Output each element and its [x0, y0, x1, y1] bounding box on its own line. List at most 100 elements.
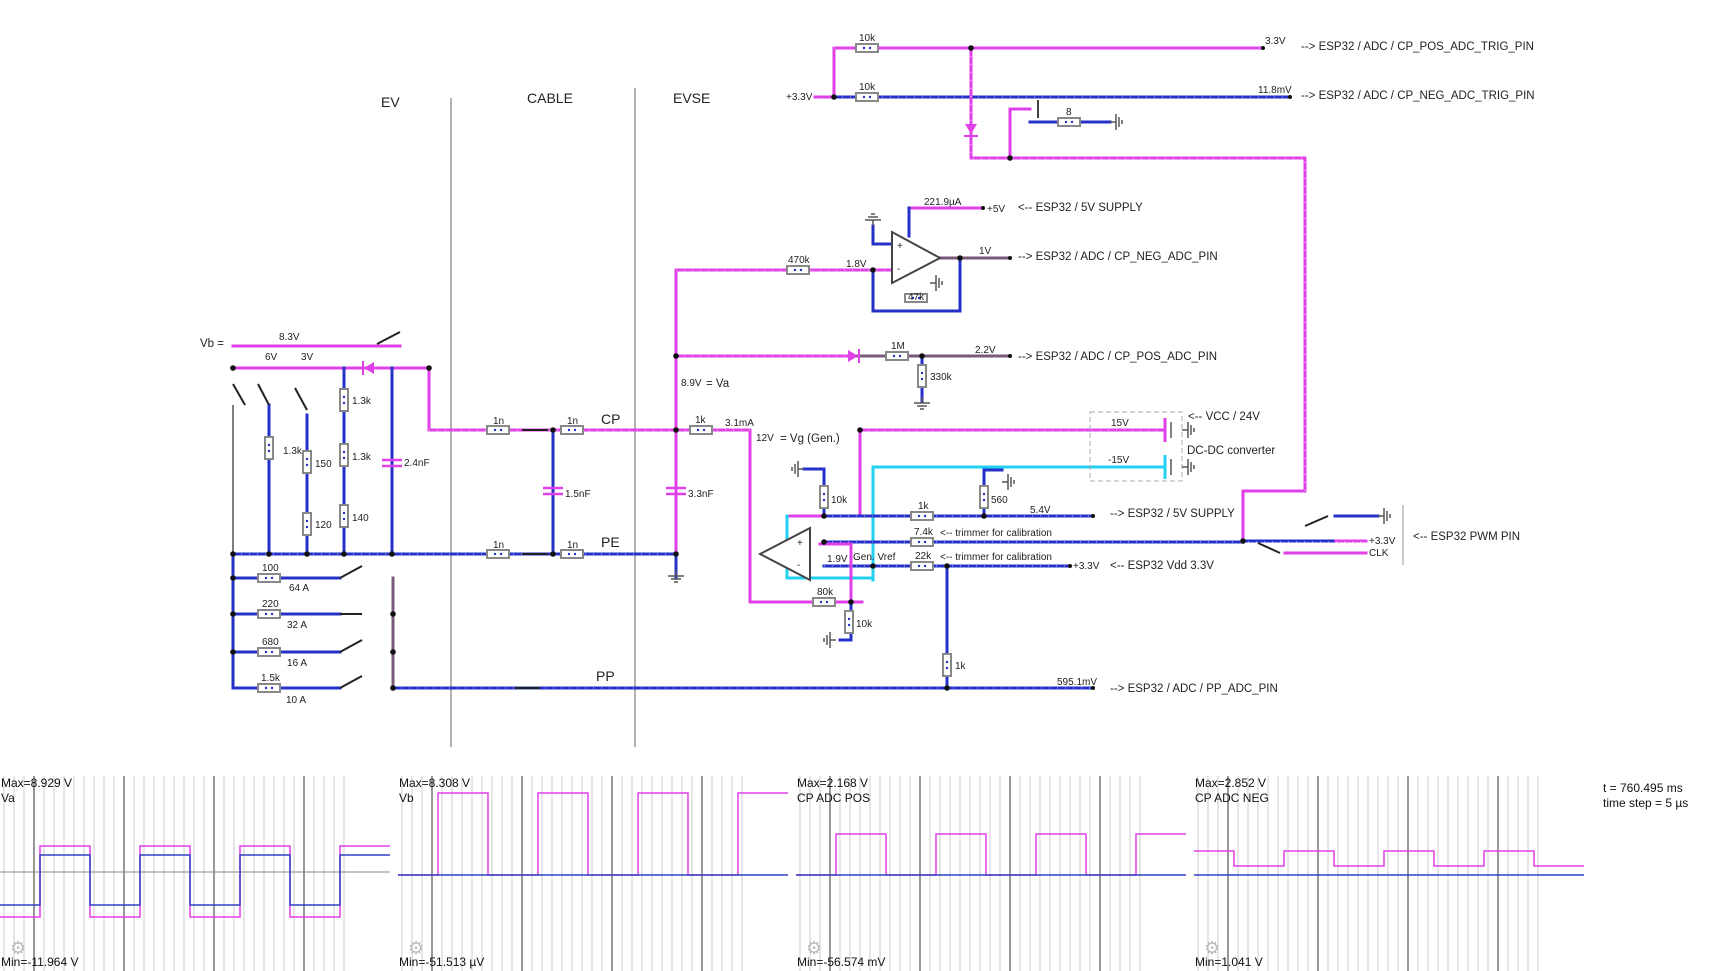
wire-opa2-neg[interactable]: [785, 514, 875, 580]
pp-resistor-100[interactable]: [257, 573, 281, 583]
wire-opa1-fb[interactable]: [871, 256, 962, 313]
resistor-1k-cp[interactable]: [689, 425, 713, 435]
current-221ua: 221.9µA: [924, 197, 962, 208]
label-pp-680: 680: [262, 637, 279, 648]
scope-va-max: Max=8.929 V: [1, 776, 73, 790]
resistor-470k[interactable]: [786, 265, 810, 275]
resistor-80k[interactable]: [812, 597, 836, 607]
switch-pp-64[interactable]: [339, 565, 363, 579]
resistor-10k-mid[interactable]: [855, 92, 879, 102]
voltage-1v9: 1.9V: [827, 554, 848, 565]
annotation-cp-pos: --> ESP32 / ADC / CP_POS_ADC_PIN: [1018, 351, 1217, 363]
voltage-3v: 3V: [301, 352, 314, 363]
switch-pwm-bot[interactable]: [1257, 542, 1281, 554]
label-22k: 22k: [915, 551, 932, 562]
scope-cp-adc-pos-min: Min=-56.574 mV: [797, 955, 886, 969]
label-47k: 47k: [908, 292, 925, 303]
label-pp-32a: 32 A: [287, 620, 307, 631]
resistor-1m[interactable]: [885, 351, 909, 361]
gear-icon[interactable]: ⚙: [10, 938, 27, 958]
scope-va[interactable]: Max=8.929 V Va ⚙ Min=-11.964 V: [0, 776, 390, 971]
scope-vb[interactable]: Max=8.308 V Vb ⚙ Min=-51.513 µV: [398, 776, 788, 971]
pp-resistor-1k5[interactable]: [257, 683, 281, 693]
annotation-pp-adc: --> ESP32 / ADC / PP_ADC_PIN: [1110, 683, 1278, 695]
ev-resistor-2[interactable]: [302, 450, 312, 474]
ground-icon: [1377, 507, 1391, 525]
resistor-1k-b[interactable]: [910, 511, 934, 521]
opamp-cp-neg[interactable]: [891, 230, 943, 285]
wire-opa2-out[interactable]: [748, 542, 853, 604]
diode-comparator[interactable]: [965, 124, 977, 134]
net-vb: Vb =: [200, 338, 224, 350]
resistor-1n-d[interactable]: [560, 549, 584, 559]
ev-resistor-6[interactable]: [339, 504, 349, 528]
switch-ev-a[interactable]: [232, 383, 246, 406]
wire-comp-vert[interactable]: [969, 46, 1307, 543]
resistor-1n-b[interactable]: [560, 425, 584, 435]
capacitor-evse[interactable]: [666, 486, 686, 496]
label-10k-a: 10k: [831, 495, 848, 506]
switch-pp-10[interactable]: [339, 675, 363, 689]
svg-text:-: -: [897, 264, 900, 275]
resistor-8[interactable]: [1057, 117, 1081, 127]
wire-fet[interactable]: [1008, 107, 1032, 160]
wire-opa1-gnd[interactable]: [871, 224, 894, 246]
diode-1m[interactable]: [848, 350, 858, 362]
scope-cp-adc-pos-name: CP ADC POS: [797, 791, 871, 805]
gear-icon[interactable]: ⚙: [1204, 938, 1221, 958]
ev-resistor-1[interactable]: [264, 436, 274, 460]
annotation-pwm: <-- ESP32 PWM PIN: [1413, 531, 1520, 543]
diode-ev[interactable]: [364, 362, 374, 374]
label-pp-64a: 64 A: [289, 583, 309, 594]
voltage-3v3-vdd: +3.3V: [1073, 561, 1100, 572]
ev-resistor-3[interactable]: [302, 512, 312, 536]
ev-resistor-4[interactable]: [339, 388, 349, 412]
resistor-330k[interactable]: [917, 364, 927, 388]
time-info: t = 760.495 ms time step = 5 µs: [1603, 781, 1688, 811]
annotation-5v-out: --> ESP32 / 5V SUPPLY: [1110, 508, 1235, 520]
label-pp-100: 100: [262, 563, 279, 574]
resistor-10k-a[interactable]: [819, 485, 829, 509]
pp-resistor-680[interactable]: [257, 647, 281, 657]
label-7k4: 7.4k: [914, 527, 934, 538]
switch-ev-c[interactable]: [294, 387, 308, 411]
pp-resistor-220[interactable]: [257, 609, 281, 619]
resistor-10k-top[interactable]: [855, 43, 879, 53]
label-gen-vref: Gen. Vref: [853, 552, 896, 563]
switch-pwm-top[interactable]: [1304, 515, 1329, 527]
scope-vb-plot: [398, 776, 788, 971]
switch-ev-top[interactable]: [376, 331, 401, 345]
label-cap-evse: 3.3nF: [688, 489, 714, 500]
resistor-10k-b[interactable]: [844, 610, 854, 634]
ev-resistor-5[interactable]: [339, 443, 349, 467]
circuit-diagram[interactable]: EV CABLE EVSE: [0, 0, 1733, 778]
wire-m15v[interactable]: [871, 465, 1167, 582]
capacitor-cable[interactable]: [543, 486, 563, 496]
resistor-1n-a[interactable]: [486, 425, 510, 435]
gear-icon[interactable]: ⚙: [408, 938, 425, 958]
annotation-cp-neg: --> ESP32 / ADC / CP_NEG_ADC_PIN: [1018, 251, 1218, 263]
capacitor-ev[interactable]: [382, 458, 402, 468]
resistor-7k4[interactable]: [910, 537, 934, 547]
switch-pp-16[interactable]: [339, 639, 363, 653]
label-ev-r6: 140: [352, 513, 369, 524]
ground-icon: [913, 396, 931, 410]
scope-cp-adc-neg[interactable]: Max=2.852 V CP ADC NEG ⚙ Min=1.041 V: [1194, 776, 1584, 971]
scope-cp-adc-pos[interactable]: Max=2.168 V CP ADC POS ⚙ Min=-56.574 mV: [796, 776, 1186, 971]
wire-7k4[interactable]: [822, 539, 1368, 544]
resistor-1n-c[interactable]: [486, 549, 510, 559]
dcdc-converter-box[interactable]: [1089, 411, 1183, 482]
resistor-1k-pp[interactable]: [942, 653, 952, 677]
voltage-11-8mv: 11.8mV: [1258, 85, 1292, 96]
label-ev-r5: 1.3k: [352, 452, 372, 463]
resistor-560[interactable]: [979, 485, 989, 509]
net-vg: = Vg (Gen.): [780, 433, 840, 445]
ground-icon: [1109, 113, 1123, 131]
resistor-22k[interactable]: [910, 561, 934, 571]
wire-trig-mid[interactable]: [813, 46, 836, 99]
opamp-generator[interactable]: [757, 526, 811, 582]
gear-icon[interactable]: ⚙: [806, 938, 823, 958]
switch-ev-b[interactable]: [257, 383, 270, 406]
trace-cp-neg-pink: [1194, 850, 1584, 867]
ground-icon: [1001, 473, 1015, 491]
